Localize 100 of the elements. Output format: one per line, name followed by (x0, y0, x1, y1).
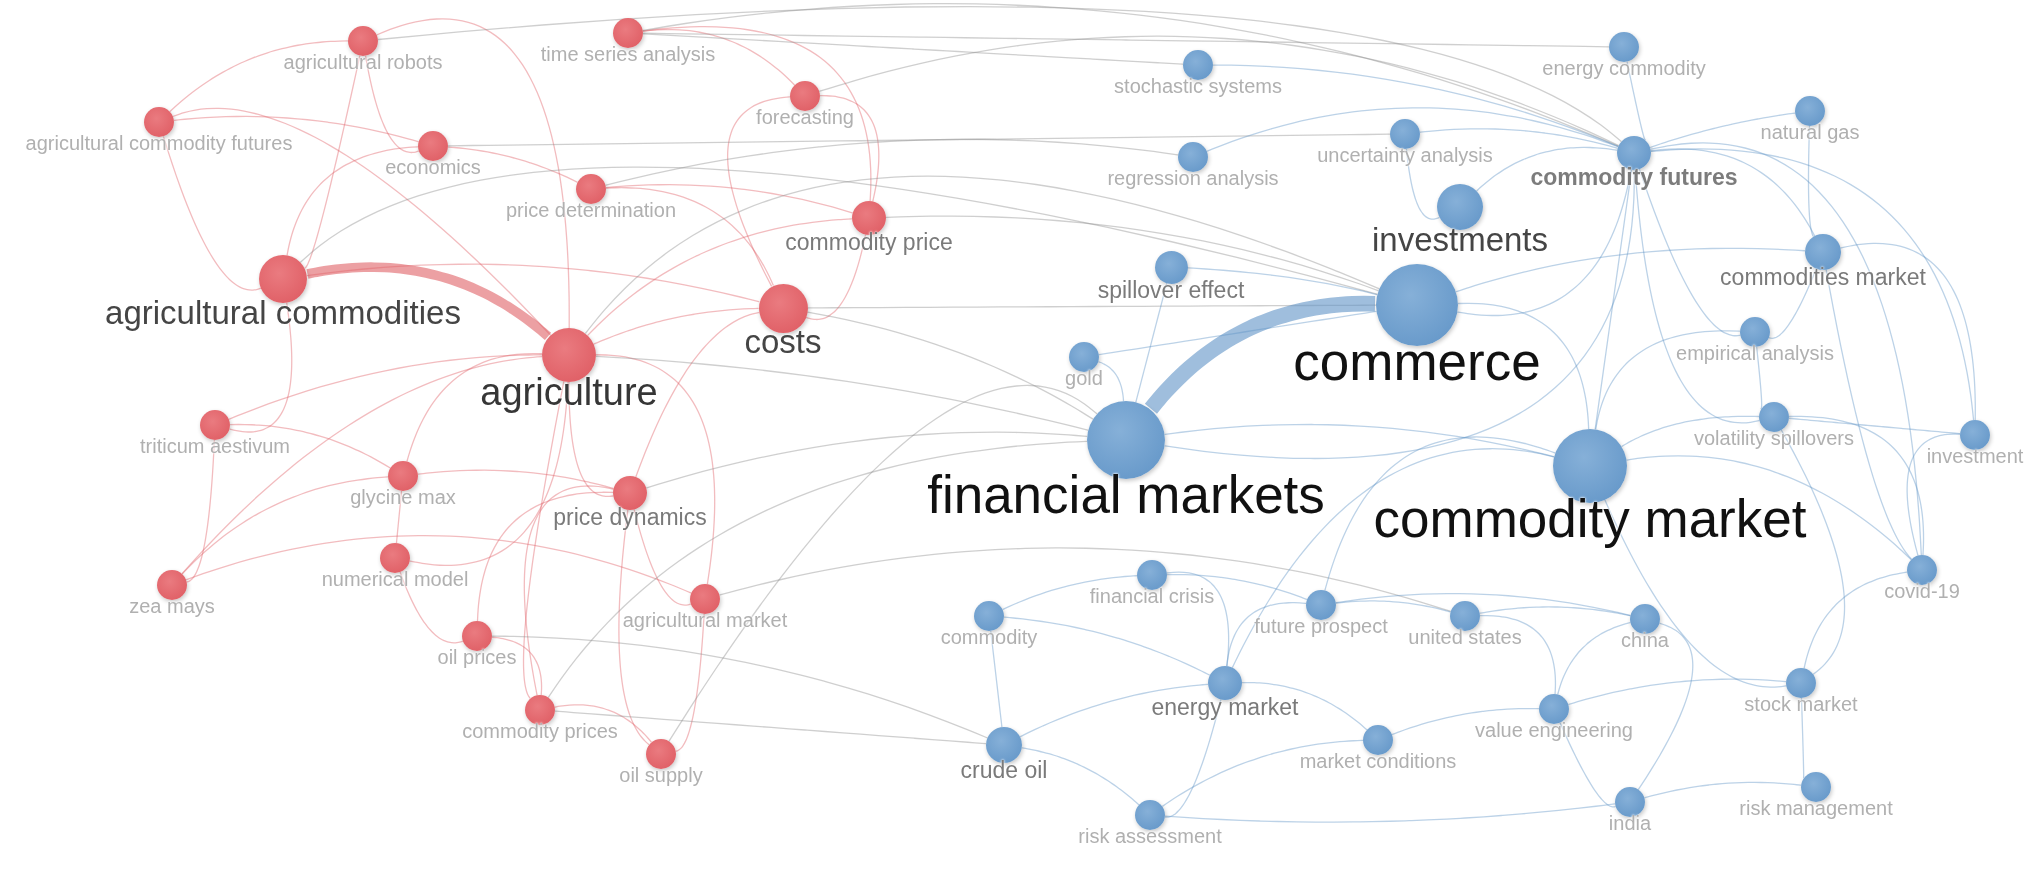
node-label: agricultural market (622, 608, 788, 632)
link-line (1021, 747, 1140, 806)
link-line (1788, 415, 1925, 556)
node-label: agricultural commodity futures (25, 131, 293, 155)
link-line (1457, 302, 1590, 430)
link-line (1166, 573, 1308, 600)
link-line (417, 469, 614, 489)
link-line (1419, 128, 1618, 149)
link-line (1324, 436, 1556, 591)
link-line (447, 146, 578, 183)
node-label: oil prices (437, 645, 517, 669)
link-line (642, 26, 872, 202)
link-line (376, 18, 570, 329)
link-line (605, 187, 774, 286)
link-line (228, 354, 543, 420)
link-line (605, 138, 1179, 186)
link-line (1479, 614, 1557, 695)
node-label: united states (1408, 625, 1522, 649)
link-line (807, 304, 1377, 309)
link-line (1650, 142, 1922, 556)
node-label: stochastic systems (1114, 74, 1282, 98)
link-line (642, 33, 1184, 65)
node-label: empirical analysis (1676, 341, 1834, 365)
link-line (635, 311, 760, 478)
link-line (1002, 575, 1138, 610)
node-label: forecasting (756, 105, 854, 129)
node-label: oil supply (619, 763, 703, 787)
link-line (1604, 499, 1787, 688)
node-label: stock market (1744, 692, 1858, 716)
link-line (1650, 148, 1975, 421)
node-label: agricultural commodities (105, 293, 461, 332)
link-line (286, 146, 419, 256)
link-line (585, 175, 1380, 334)
node-label: glycine max (350, 485, 456, 509)
link-line (185, 534, 692, 594)
link-line (642, 28, 795, 86)
link-line (1557, 622, 1631, 695)
link-line (1391, 707, 1540, 735)
link-line (719, 547, 1451, 612)
node-label: investment (1926, 444, 2024, 468)
node-label: costs (744, 323, 822, 362)
node-label: energy market (1151, 693, 1299, 721)
node-label: energy commodity (1542, 56, 1706, 80)
node-label: commodity prices (462, 719, 618, 743)
link-line (229, 423, 391, 469)
node-label: regression analysis (1107, 166, 1279, 190)
node-label: covid-19 (1884, 579, 1960, 603)
link-line (554, 710, 987, 745)
link-line (1649, 112, 1796, 148)
node-label: india (1608, 811, 1652, 835)
link-line (172, 107, 551, 336)
node-label: numerical model (321, 567, 469, 591)
link-line (668, 384, 1098, 742)
node-label: investments (1371, 220, 1549, 259)
node-label: commodity market (1373, 488, 1807, 550)
link-line (447, 133, 1391, 147)
link-line (173, 115, 419, 143)
link-line (1803, 571, 1908, 669)
link-line (377, 5, 1622, 142)
link-line (1231, 448, 1555, 668)
link-line (1840, 242, 1976, 421)
link-line (618, 509, 650, 746)
node-label: financial crisis (1089, 584, 1215, 608)
link-line (1650, 148, 1816, 237)
link-line (593, 307, 759, 345)
link-line (1226, 602, 1307, 667)
link-line (807, 311, 1094, 420)
node-label: price determination (505, 198, 677, 222)
link-line (1212, 64, 1619, 147)
link-line (819, 35, 1619, 147)
node-label: volatility spillovers (1693, 426, 1855, 450)
link-line (1455, 247, 1806, 293)
link-line (1144, 295, 1376, 414)
node-label: spillover effect (1097, 277, 1245, 304)
link-line (1479, 606, 1631, 617)
link-line (1906, 433, 1961, 556)
node-label: china (1621, 628, 1669, 652)
link-line (1595, 330, 1741, 430)
node-label: gold (1065, 366, 1103, 390)
link-line (300, 166, 1378, 295)
node-label: time series analysis (540, 42, 716, 66)
link-line (1019, 683, 1209, 738)
node-label: uncertainty analysis (1317, 143, 1493, 167)
link-line (595, 354, 716, 585)
link-line (1637, 622, 1694, 790)
node-label: agriculture (480, 371, 658, 416)
link-line (554, 704, 652, 743)
link-line (1626, 455, 1912, 560)
link-line (1003, 616, 1211, 676)
link-line (181, 356, 543, 575)
node-label: price dynamics (553, 503, 707, 531)
link-line (1166, 571, 1230, 667)
link-line (1162, 739, 1364, 807)
link-line (1206, 107, 1619, 152)
link-line (1098, 310, 1377, 356)
link-line (1335, 600, 1451, 613)
link-line (1568, 678, 1787, 706)
node-label: triticum aestivum (140, 434, 290, 458)
link-line (587, 218, 853, 336)
link-line (1164, 423, 1555, 458)
